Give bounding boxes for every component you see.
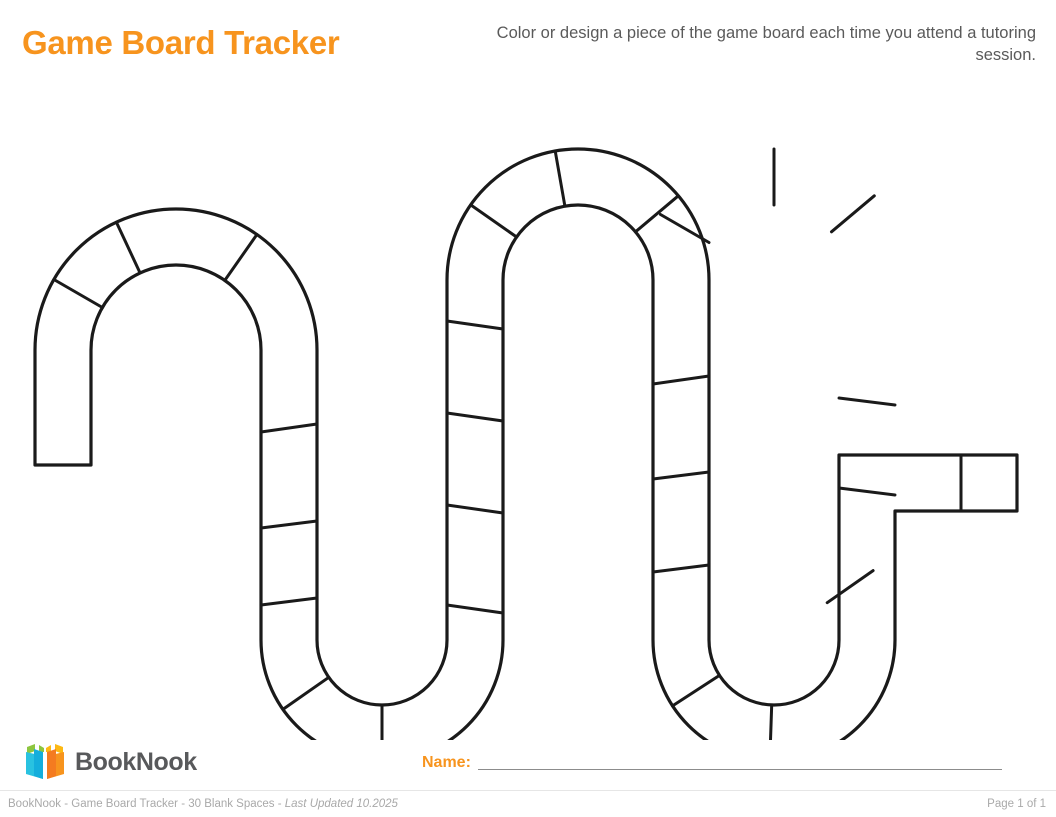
board-segment-dividers bbox=[52, 147, 963, 740]
divider bbox=[651, 374, 711, 386]
footer-credit-updated: Last Updated 10.2025 bbox=[284, 798, 398, 810]
divider bbox=[52, 278, 104, 309]
divider bbox=[634, 194, 680, 234]
divider bbox=[830, 194, 876, 234]
divider bbox=[469, 203, 519, 239]
footer-credit: BookNook - Game Board Tracker - 30 Blank… bbox=[8, 798, 398, 810]
divider bbox=[651, 563, 711, 574]
game-board-svg[interactable] bbox=[0, 80, 1056, 740]
name-field[interactable]: Name: bbox=[422, 754, 1002, 773]
page-indicator: Page 1 of 1 bbox=[987, 798, 1046, 810]
divider bbox=[259, 596, 319, 607]
game-board-container bbox=[0, 80, 1056, 740]
divider bbox=[837, 396, 897, 407]
name-label: Name: bbox=[422, 754, 471, 771]
divider bbox=[445, 503, 505, 515]
divider bbox=[445, 319, 505, 331]
brand-lockup: BookNook bbox=[24, 743, 197, 781]
name-input-rule[interactable] bbox=[477, 769, 1002, 770]
divider bbox=[445, 603, 505, 615]
divider bbox=[769, 703, 774, 740]
board-track bbox=[33, 147, 1019, 740]
divider bbox=[281, 675, 331, 711]
divider bbox=[114, 220, 142, 275]
divider bbox=[259, 422, 319, 434]
board-path-shape bbox=[33, 147, 1019, 740]
divider bbox=[553, 149, 567, 208]
page-subtitle: Color or design a piece of the game boar… bbox=[496, 24, 1036, 65]
brand-wordmark: BookNook bbox=[75, 747, 197, 776]
footer-bar: BookNook - Game Board Tracker - 30 Blank… bbox=[0, 790, 1056, 817]
divider bbox=[825, 569, 875, 605]
divider bbox=[837, 486, 897, 497]
divider bbox=[223, 233, 259, 282]
divider bbox=[259, 519, 319, 530]
page-footer: BookNook Name: BookNook - Game Board Tra… bbox=[0, 738, 1056, 816]
page-title: Game Board Tracker bbox=[22, 24, 340, 61]
divider bbox=[659, 213, 711, 244]
footer-credit-static: BookNook - Game Board Tracker - 30 Blank… bbox=[8, 798, 285, 810]
divider bbox=[445, 411, 505, 423]
open-book-logo-icon bbox=[26, 744, 64, 779]
page-header: Game Board Tracker Color or design a pie… bbox=[0, 0, 1056, 86]
divider bbox=[671, 673, 721, 708]
divider bbox=[651, 470, 711, 481]
